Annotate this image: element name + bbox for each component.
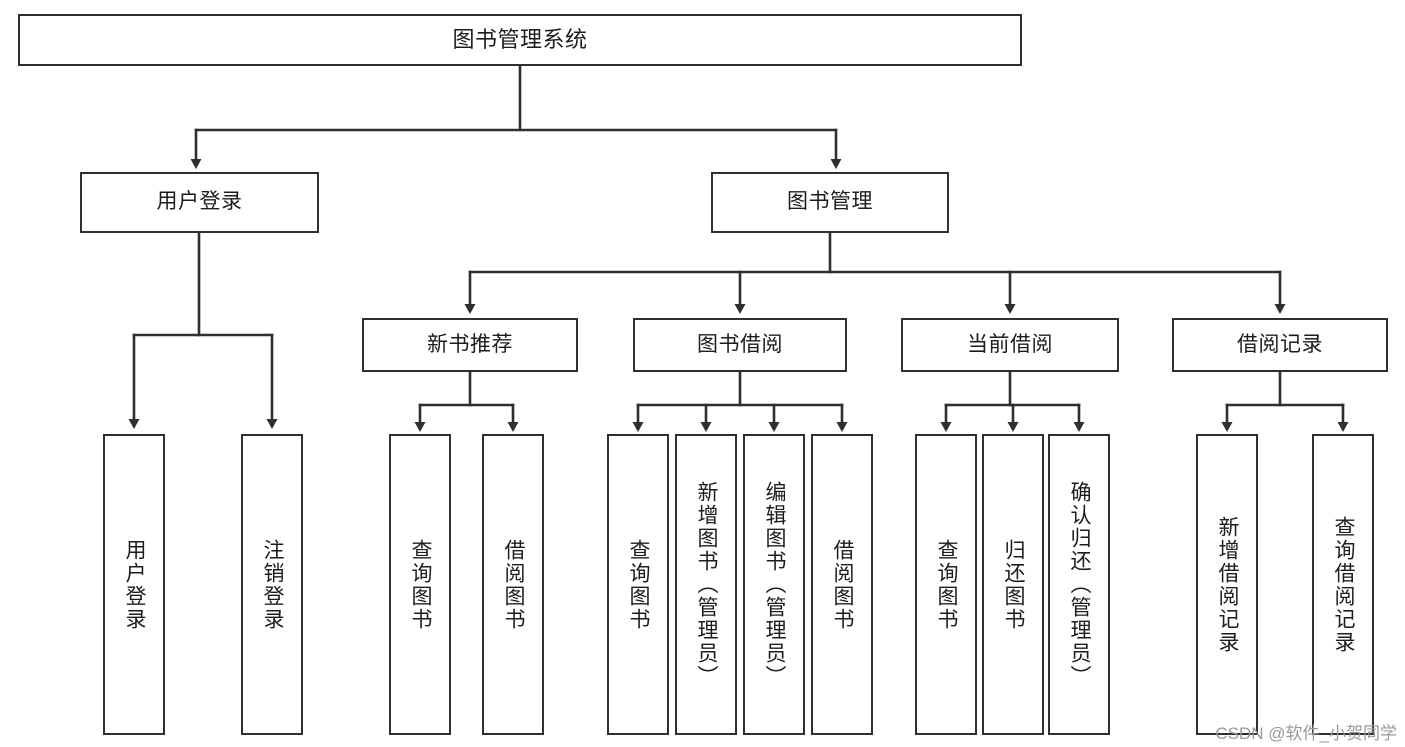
- node-leaf-query-book-1[interactable]: 查询图书: [389, 434, 451, 735]
- node-leaf-add-record[interactable]: 新增借阅记录: [1196, 434, 1258, 735]
- node-leaf-query-book-3[interactable]: 查询图书: [915, 434, 977, 735]
- node-leaf-query-book-3-label: 查询图书: [935, 538, 959, 631]
- node-leaf-user-login[interactable]: 用户登录: [103, 434, 165, 735]
- node-leaf-query-book-2-label: 查询图书: [627, 538, 651, 631]
- node-leaf-user-login-label: 用户登录: [123, 538, 147, 631]
- node-leaf-query-record-label: 查询借阅记录: [1332, 515, 1356, 654]
- node-borrow-record[interactable]: 借阅记录: [1172, 318, 1388, 372]
- node-leaf-add-book[interactable]: 新增图书（管理员）: [675, 434, 737, 735]
- node-leaf-return-book[interactable]: 归还图书: [982, 434, 1044, 735]
- node-leaf-confirm-return-label: 确认归还（管理员）: [1068, 481, 1092, 688]
- node-leaf-borrow-book-2-label: 借阅图书: [831, 538, 855, 631]
- node-leaf-borrow-book-1-label: 借阅图书: [502, 538, 526, 631]
- node-leaf-logout-label: 注销登录: [261, 538, 285, 631]
- node-leaf-query-book-1-label: 查询图书: [409, 538, 433, 631]
- node-leaf-edit-book[interactable]: 编辑图书（管理员）: [743, 434, 805, 735]
- node-leaf-borrow-book-2[interactable]: 借阅图书: [811, 434, 873, 735]
- node-leaf-return-book-label: 归还图书: [1002, 538, 1026, 631]
- watermark: CSDN @软件_小贺同学: [1215, 724, 1397, 743]
- node-new-book-recommend-label: 新书推荐: [427, 332, 513, 356]
- node-root-label: 图书管理系统: [452, 27, 588, 53]
- node-current-borrow[interactable]: 当前借阅: [901, 318, 1119, 372]
- node-user-login[interactable]: 用户登录: [80, 172, 319, 233]
- node-leaf-query-book-2[interactable]: 查询图书: [607, 434, 669, 735]
- node-book-borrow[interactable]: 图书借阅: [633, 318, 847, 372]
- node-leaf-query-record[interactable]: 查询借阅记录: [1312, 434, 1374, 735]
- node-current-borrow-label: 当前借阅: [967, 332, 1053, 356]
- node-leaf-confirm-return[interactable]: 确认归还（管理员）: [1048, 434, 1110, 735]
- node-leaf-add-record-label: 新增借阅记录: [1216, 515, 1240, 654]
- node-leaf-add-book-label: 新增图书（管理员）: [695, 481, 719, 688]
- node-user-login-label: 用户登录: [156, 190, 243, 214]
- node-borrow-record-label: 借阅记录: [1237, 332, 1323, 356]
- node-leaf-edit-book-label: 编辑图书（管理员）: [763, 481, 787, 688]
- node-book-management[interactable]: 图书管理: [711, 172, 949, 233]
- node-new-book-recommend[interactable]: 新书推荐: [362, 318, 578, 372]
- node-leaf-logout[interactable]: 注销登录: [241, 434, 303, 735]
- node-leaf-borrow-book-1[interactable]: 借阅图书: [482, 434, 544, 735]
- node-root[interactable]: 图书管理系统: [18, 14, 1022, 66]
- node-book-borrow-label: 图书借阅: [697, 332, 783, 356]
- node-book-management-label: 图书管理: [787, 190, 873, 214]
